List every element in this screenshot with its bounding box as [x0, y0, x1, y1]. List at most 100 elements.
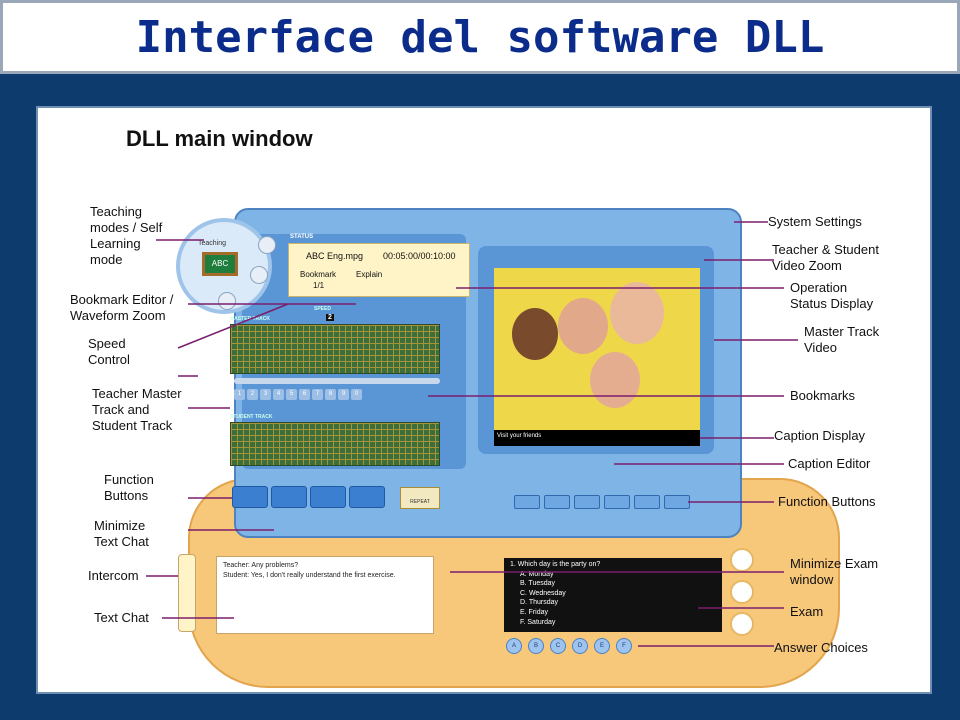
- status-header: STATUS: [290, 234, 314, 240]
- exam-question: 1. Which day is the party on?: [510, 561, 601, 568]
- chat-line: Student: Yes, I don't really understand …: [223, 572, 396, 579]
- answer-choice-button[interactable]: F: [616, 638, 632, 654]
- bookmark-button[interactable]: 5: [286, 389, 297, 400]
- record-button[interactable]: [604, 495, 630, 509]
- answer-choice-button[interactable]: C: [550, 638, 566, 654]
- master-track-video[interactable]: [494, 268, 700, 430]
- bookmark-button[interactable]: 3: [260, 389, 271, 400]
- callout-master-track-video: Master Track Video: [804, 324, 879, 356]
- callout-text: Video Zoom: [772, 258, 842, 273]
- back-button[interactable]: [634, 495, 660, 509]
- bookmark-button[interactable]: 8: [325, 389, 336, 400]
- callout-text: modes / Self: [90, 220, 163, 235]
- status-bookmark-count: 1/1: [313, 281, 325, 290]
- callout-operation-status: Operation Status Display: [790, 280, 873, 312]
- status-explain-label: Explain: [356, 270, 383, 279]
- monitor-icon[interactable]: [258, 236, 276, 254]
- bookmark-button[interactable]: 7: [312, 389, 323, 400]
- exam-chart-icon[interactable]: [730, 612, 754, 636]
- stop-button[interactable]: [574, 495, 600, 509]
- exam-option: B. Tuesday: [520, 580, 556, 588]
- exam-option: F. Saturday: [520, 618, 556, 626]
- bookmark-button[interactable]: 2: [247, 389, 258, 400]
- repeat-button[interactable]: [664, 495, 690, 509]
- person-face: [610, 282, 664, 344]
- callout-text: Minimize: [94, 518, 146, 533]
- master-track-waveform[interactable]: [230, 324, 440, 374]
- person-face: [558, 298, 608, 354]
- status-filename: ABC Eng.mpg: [306, 251, 364, 261]
- exam-option: D. Thursday: [520, 599, 558, 607]
- status-time: 00:05:00/00:10:00: [383, 251, 456, 261]
- bookmark-button[interactable]: 9: [338, 389, 349, 400]
- record-button[interactable]: [310, 486, 346, 508]
- answer-choices: A B C D E F: [506, 638, 632, 654]
- callout-text: Teacher Master: [92, 386, 182, 401]
- panel-title: DLL main window: [126, 126, 313, 151]
- answer-choice-button[interactable]: E: [594, 638, 610, 654]
- callout-text: Function: [104, 472, 154, 487]
- callout-speed-control: Speed Control: [88, 336, 130, 368]
- callout-bookmark-editor: Bookmark Editor / Waveform Zoom: [70, 292, 173, 324]
- person-face: [512, 308, 558, 360]
- callout-system-settings: System Settings: [768, 214, 862, 229]
- repeat-button[interactable]: REPEAT: [400, 487, 440, 509]
- text-chat[interactable]: Teacher: Any problems? Student: Yes, I d…: [216, 556, 434, 634]
- bookmark-button[interactable]: 6: [299, 389, 310, 400]
- speed-value[interactable]: 2: [326, 314, 334, 321]
- bookmark-editor-icon[interactable]: [218, 292, 236, 310]
- track-position-slider[interactable]: [234, 378, 440, 384]
- callout-text: Control: [88, 352, 130, 367]
- callout-text: Minimize Exam: [790, 556, 879, 571]
- callout-teacher-master: Teacher Master Track and Student Track: [92, 386, 182, 434]
- callout-intercom: Intercom: [88, 568, 139, 583]
- callout-answer-choices: Answer Choices: [774, 640, 868, 655]
- title-bar: Interface del software DLL: [0, 0, 960, 74]
- callout-text: mode: [90, 252, 123, 267]
- status-bookmark-label: Bookmark: [300, 270, 337, 279]
- mode-label: Teaching: [198, 240, 227, 247]
- master-track-label: MASTER TRACK: [230, 316, 270, 322]
- callout-function-buttons-right: Function Buttons: [778, 494, 876, 509]
- callout-function-buttons-left: Function Buttons: [104, 472, 154, 504]
- answer-choice-button[interactable]: B: [528, 638, 544, 654]
- exam-option: A. Monday: [520, 570, 554, 578]
- callout-text: Teacher & Student: [772, 242, 879, 257]
- pause-button[interactable]: [544, 495, 570, 509]
- bookmark-button[interactable]: 1: [234, 389, 245, 400]
- answer-choice-button[interactable]: D: [572, 638, 588, 654]
- exam-window: 1. Which day is the party on? A. Monday …: [504, 558, 722, 632]
- student-track-label: STUDENT TRACK: [230, 414, 273, 420]
- play-button[interactable]: [514, 495, 540, 509]
- function-buttons-right: [514, 495, 690, 509]
- exam-option: E. Friday: [520, 608, 549, 616]
- callout-minimize-exam: Minimize Exam window: [790, 556, 878, 588]
- callout-text: Master Track: [804, 324, 880, 339]
- exam-pencil-icon[interactable]: [730, 580, 754, 604]
- play-button[interactable]: [232, 486, 268, 508]
- callout-text: Waveform Zoom: [70, 308, 166, 323]
- chat-line: Teacher: Any problems?: [223, 562, 299, 569]
- play-button[interactable]: [271, 486, 307, 508]
- disk-icon[interactable]: [250, 266, 268, 284]
- person-face: [590, 352, 640, 408]
- diagram-panel: DLL main window Teaching ABC STATUS ABC …: [36, 106, 932, 694]
- callout-text: Text Chat: [94, 534, 149, 549]
- bookmark-buttons: 1 2 3 4 5 6 7 8 9 0: [234, 389, 362, 400]
- minimize-exam-icon[interactable]: [730, 548, 754, 572]
- play-button[interactable]: [349, 486, 385, 508]
- answer-choice-button[interactable]: A: [506, 638, 522, 654]
- bookmark-button[interactable]: 0: [351, 389, 362, 400]
- callout-caption-display: Caption Display: [774, 428, 866, 443]
- callout-bookmarks: Bookmarks: [790, 388, 856, 403]
- callout-text: Buttons: [104, 488, 149, 503]
- callout-text: Student Track: [92, 418, 173, 433]
- callout-text: Teaching: [90, 204, 143, 219]
- callout-text: window: [790, 572, 834, 587]
- callout-text-chat: Text Chat: [94, 610, 149, 625]
- bookmark-button[interactable]: 4: [273, 389, 284, 400]
- intercom[interactable]: [178, 554, 196, 632]
- student-track-waveform[interactable]: [230, 422, 440, 466]
- function-buttons-left: [232, 486, 385, 508]
